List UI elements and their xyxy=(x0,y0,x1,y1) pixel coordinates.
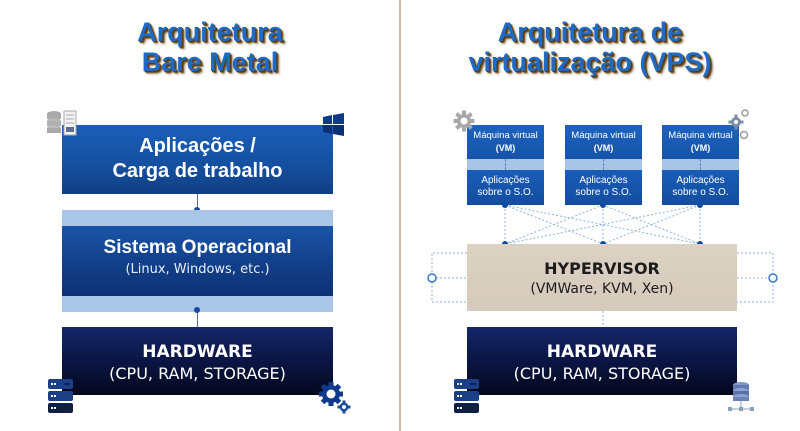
gears-icon xyxy=(728,109,749,140)
connector-dot xyxy=(194,307,200,313)
vm-apps-line2: sobre o S.O. xyxy=(477,187,534,198)
hardware-subtitle: (CPU, RAM, STORAGE) xyxy=(513,364,691,383)
virtual-machine-1: Máquina virtual (VM) Aplicações sobre o … xyxy=(467,125,544,205)
hypervisor-subtitle: (VMWare, KVM, Xen) xyxy=(530,281,674,297)
vm-apps: Aplicações sobre o S.O. xyxy=(662,170,739,205)
vm-title: Máquina virtual xyxy=(668,130,733,141)
vm-title: Máquina virtual xyxy=(571,130,636,141)
hardware-layer-left: HARDWARE (CPU, RAM, STORAGE) xyxy=(62,327,333,395)
applications-layer: Aplicações / Carga de trabalho xyxy=(62,125,333,194)
os-subtitle: (Linux, Windows, etc.) xyxy=(125,262,270,277)
vm-separator-line xyxy=(505,159,506,170)
server-rack-icon xyxy=(48,379,73,413)
right-port-ring xyxy=(768,273,778,283)
vm-apps-line2: sobre o S.O. xyxy=(672,187,729,198)
hypervisor-title: HYPERVISOR xyxy=(544,259,660,278)
vm-apps-line2: sobre o S.O. xyxy=(575,187,632,198)
connector-line xyxy=(197,194,198,210)
vm-apps-line1: Aplicações xyxy=(579,175,628,186)
vm-apps-line1: Aplicações xyxy=(676,175,725,186)
vm-header: Máquina virtual (VM) xyxy=(467,125,544,159)
title-line: Arquitetura de xyxy=(497,17,683,47)
vm-label: (VM) xyxy=(495,143,516,153)
vm-label: (VM) xyxy=(690,143,711,153)
title-line: virtualização (VPS) xyxy=(468,47,712,77)
panel-divider xyxy=(399,0,401,431)
database-network-icon xyxy=(728,382,754,411)
vm-title: Máquina virtual xyxy=(473,130,538,141)
virtual-machine-2: Máquina virtual (VM) Aplicações sobre o … xyxy=(565,125,642,205)
vm-header: Máquina virtual (VM) xyxy=(565,125,642,159)
gears-icon xyxy=(319,382,351,414)
database-document-icon xyxy=(47,110,77,136)
vm-header: Máquina virtual (VM) xyxy=(662,125,739,159)
gear-icon xyxy=(453,110,475,132)
vm-apps: Aplicações sobre o S.O. xyxy=(565,170,642,205)
windows-logo-icon xyxy=(323,113,344,136)
virtualization-title: Arquitetura de virtualização (VPS) xyxy=(440,17,740,77)
server-rack-icon xyxy=(454,379,479,413)
operating-system-layer: Sistema Operacional (Linux, Windows, etc… xyxy=(62,226,333,296)
connector-line xyxy=(197,312,198,327)
virtual-machine-3: Máquina virtual (VM) Aplicações sobre o … xyxy=(662,125,739,205)
vm-separator-line xyxy=(700,159,701,170)
left-port-ring xyxy=(427,273,437,283)
hardware-layer-right: HARDWARE (CPU, RAM, STORAGE) xyxy=(467,327,737,395)
bare-metal-title: Arquitetura Bare Metal xyxy=(100,17,320,77)
vm-apps: Aplicações sobre o S.O. xyxy=(467,170,544,205)
vm-separator-line xyxy=(603,159,604,170)
title-line: Arquitetura xyxy=(137,17,283,47)
hardware-subtitle: (CPU, RAM, STORAGE) xyxy=(109,364,286,383)
applications-label-line2: Carga de trabalho xyxy=(112,160,283,182)
vm-apps-line1: Aplicações xyxy=(481,175,530,186)
title-line: Bare Metal xyxy=(141,47,279,77)
applications-label-line1: Aplicações / xyxy=(139,135,256,157)
hypervisor-layer: HYPERVISOR (VMWare, KVM, Xen) xyxy=(467,244,737,311)
hardware-title: HARDWARE xyxy=(546,342,658,362)
hardware-title: HARDWARE xyxy=(142,342,253,362)
vm-label: (VM) xyxy=(593,143,614,153)
os-title: Sistema Operacional xyxy=(103,237,292,258)
